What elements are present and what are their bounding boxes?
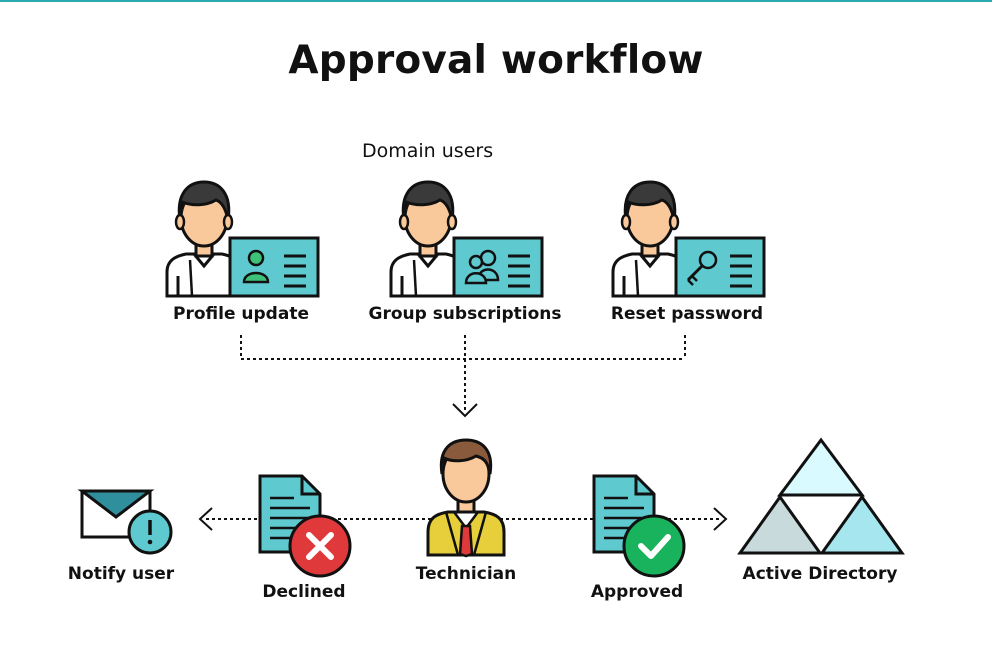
group-card-icon — [464, 249, 500, 285]
key-card-icon — [686, 250, 718, 286]
declined-label: Declined — [262, 582, 346, 602]
notify-user-label: Notify user — [67, 564, 175, 584]
page-title: Approval workflow — [288, 38, 704, 83]
user-card-icon — [242, 249, 270, 284]
approved-document-icon — [592, 474, 686, 578]
top-accent-line — [0, 0, 992, 2]
reset-password-user-icon — [611, 180, 766, 298]
reset-password-label: Reset password — [610, 304, 764, 324]
domain-users-label: Domain users — [362, 140, 494, 162]
technician-icon — [426, 438, 506, 558]
left-arrow-icon — [198, 507, 213, 531]
profile-update-label: Profile update — [173, 304, 309, 324]
declined-document-icon — [258, 474, 352, 578]
active-directory-icon — [737, 437, 905, 555]
group-subscriptions-user-icon — [389, 180, 544, 298]
profile-update-user-icon — [165, 180, 320, 298]
notify-envelope-icon — [77, 489, 173, 555]
request-connector-lines — [240, 335, 686, 412]
active-directory-label: Active Directory — [742, 564, 898, 584]
right-arrow-icon — [713, 507, 728, 531]
technician-label: Technician — [415, 564, 517, 584]
group-subscriptions-label: Group subscriptions — [368, 304, 562, 324]
down-arrow-icon — [452, 403, 478, 418]
approved-label: Approved — [590, 582, 684, 602]
